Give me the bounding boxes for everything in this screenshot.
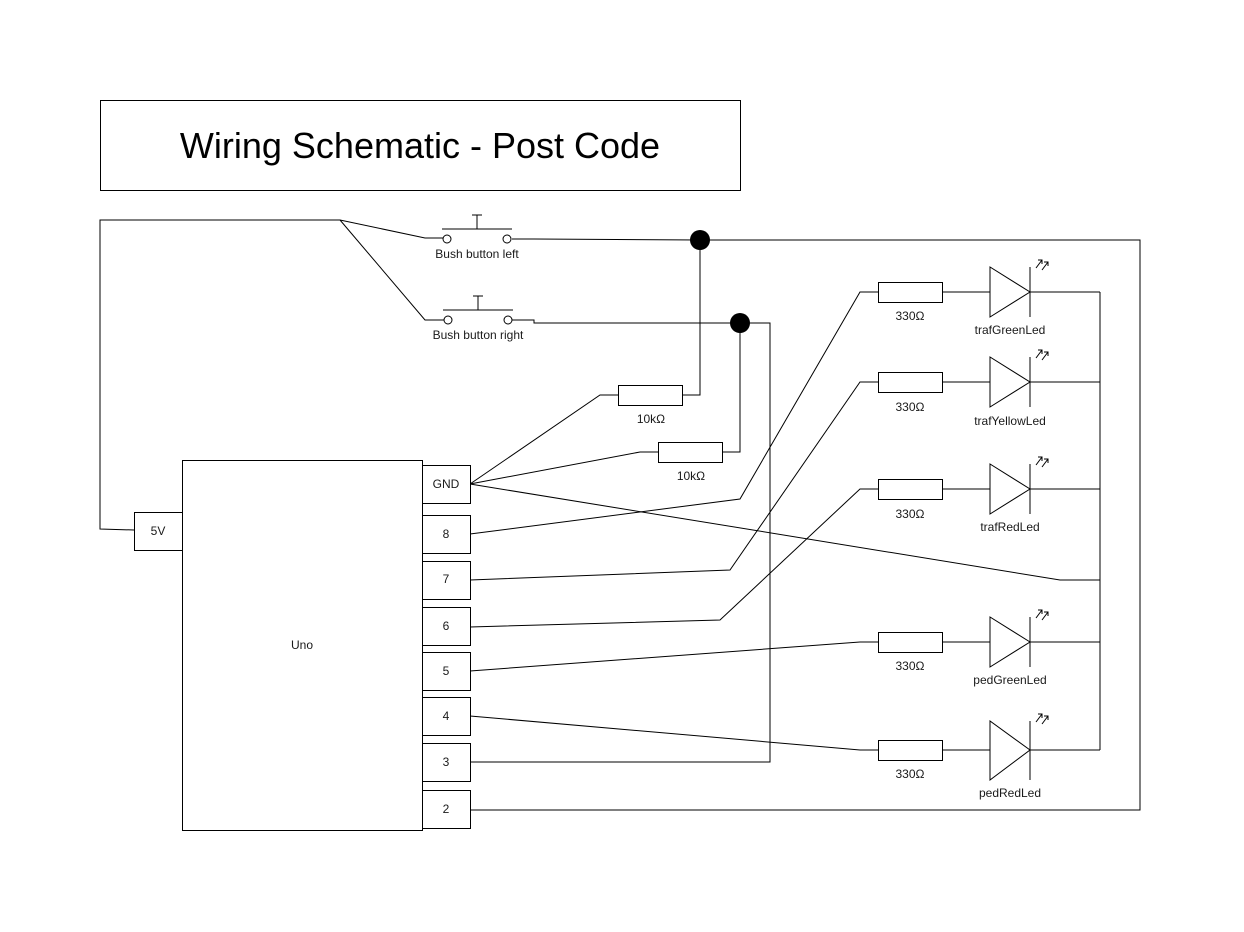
light-emission-icon [1035, 349, 1049, 361]
resistor-10k-b-label: 10kΩ [677, 469, 705, 483]
led-traf-green-label: trafGreenLed [975, 323, 1046, 337]
resistor-330-ped-green [878, 632, 943, 653]
wire-button-left-pin2 [470, 238, 1141, 811]
junction-dot-right [730, 313, 750, 333]
pin-4 [422, 697, 471, 736]
uno-label: Uno [291, 638, 313, 652]
resistor-10k-a-label: 10kΩ [637, 412, 665, 426]
resistor-10k-b [658, 442, 723, 463]
push-button-left: Bush button left [435, 214, 519, 261]
led-ped-green-label: pedGreenLed [973, 673, 1046, 687]
led-ped-red-label: pedRedLed [979, 786, 1041, 800]
led-ped-green: pedGreenLed [973, 609, 1049, 687]
light-emission-icon [1035, 456, 1049, 468]
light-emission-icon [1035, 713, 1049, 725]
wire-5v-button-right [339, 219, 446, 321]
light-emission-icon [1035, 609, 1049, 621]
wire-junction2-r10k-b [722, 323, 741, 453]
light-emission-icon [1035, 259, 1049, 271]
led-ped-red: pedRedLed [979, 713, 1049, 800]
resistor-330-traf-green-label: 330Ω [896, 309, 925, 323]
resistor-330-ped-green-label: 330Ω [896, 659, 925, 673]
wire-button-right-pin3 [470, 319, 771, 763]
pin-8-label: 8 [443, 527, 450, 541]
wire-r10k-a-gnd [469, 394, 618, 485]
pin-4-label: 4 [443, 709, 450, 723]
led-traf-red: trafRedLed [980, 456, 1049, 534]
junction-dot-left [690, 230, 710, 250]
pin-5v [134, 512, 183, 551]
title-box [100, 100, 741, 191]
resistor-330-traf-green [878, 282, 943, 303]
push-button-right-label: Bush button right [433, 328, 524, 342]
led-traf-yellow-label: trafYellowLed [974, 414, 1046, 428]
pin-7 [422, 561, 471, 600]
wire-pin6-r3 [469, 488, 878, 628]
wire-5v-button-left [99, 219, 446, 531]
wires [99, 219, 1141, 811]
resistor-330-ped-red [878, 740, 943, 761]
pin-gnd-label: GND [433, 477, 460, 491]
pin-8 [422, 515, 471, 554]
wire-junction1-r10k-a [682, 240, 701, 396]
uno-board [182, 460, 423, 831]
resistor-330-traf-yellow-label: 330Ω [896, 400, 925, 414]
push-button-left-label: Bush button left [435, 247, 519, 261]
pin-5v-label: 5V [151, 524, 166, 538]
push-button-right: Bush button right [433, 295, 524, 342]
pin-5 [422, 652, 471, 691]
pin-5-label: 5 [443, 664, 450, 678]
resistor-10k-a [618, 385, 683, 406]
wire-pin8-r1 [469, 291, 878, 535]
wire-pin5-r4 [469, 641, 878, 672]
pin-2 [422, 790, 471, 829]
led-traf-red-label: trafRedLed [980, 520, 1039, 534]
wire-pin7-r2 [469, 381, 878, 581]
pin-6 [422, 607, 471, 646]
resistor-330-ped-red-label: 330Ω [896, 767, 925, 781]
led-traf-green: trafGreenLed [975, 259, 1049, 337]
pin-gnd [422, 465, 471, 504]
pin-3-label: 3 [443, 755, 450, 769]
pin-headers: GND 8 7 6 5 4 3 2 [422, 465, 471, 829]
pin-6-label: 6 [443, 619, 450, 633]
diagram-title: Wiring Schematic - Post Code [180, 125, 660, 166]
pin-3 [422, 743, 471, 782]
resistor-330-traf-red [878, 479, 943, 500]
wire-gnd-common [469, 483, 1100, 581]
led-resistors: 330Ω 330Ω 330Ω 330Ω 330Ω [878, 282, 943, 781]
resistor-330-traf-yellow [878, 372, 943, 393]
wire-pin4-r5 [469, 715, 878, 751]
pin-2-label: 2 [443, 802, 450, 816]
led-traf-yellow: trafYellowLed [974, 349, 1049, 428]
resistor-330-traf-red-label: 330Ω [896, 507, 925, 521]
wire-r10k-b-gnd [469, 451, 658, 485]
pin-7-label: 7 [443, 572, 450, 586]
